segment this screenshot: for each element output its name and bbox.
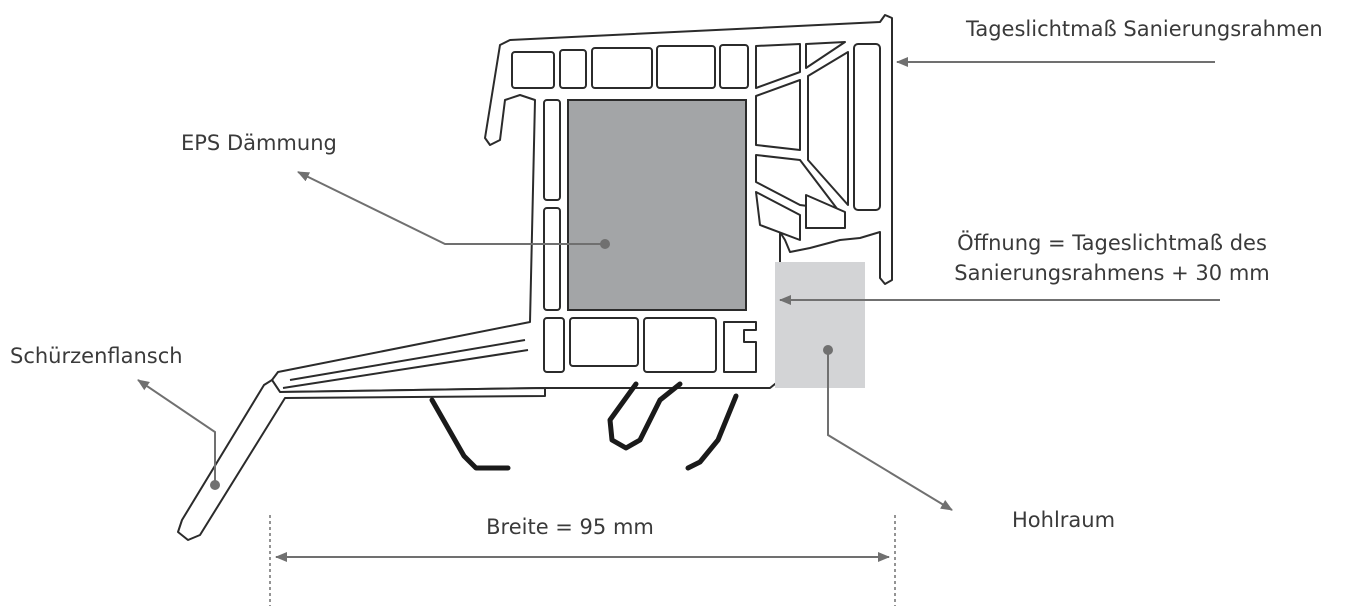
left-chambers	[543, 99, 561, 311]
seal-left	[429, 397, 511, 471]
chamber	[755, 79, 801, 151]
arrow-schuerzenflansch	[137, 379, 216, 485]
label-oeffnung: Öffnung = Tageslichtmaß des Sanierungsra…	[930, 228, 1294, 288]
arrow-hohlraum	[827, 350, 953, 511]
chamber	[591, 47, 653, 89]
label-eps: EPS Dämmung	[181, 131, 337, 155]
chamber	[807, 51, 849, 206]
apron-flange	[177, 379, 546, 541]
dot-hohlraum	[823, 345, 833, 355]
chamber	[755, 191, 801, 241]
chamber	[511, 51, 555, 89]
flange-inner-line-2	[282, 349, 529, 389]
top-chambers	[511, 41, 846, 89]
arrow-eps	[297, 171, 605, 245]
width-dimension	[269, 515, 896, 606]
label-schuerzenflansch: Schürzenflansch	[10, 344, 183, 368]
label-hohlraum: Hohlraum	[1012, 508, 1116, 532]
chamber	[719, 44, 749, 89]
label-oeffnung-line2: Sanierungsrahmens + 30 mm	[954, 261, 1270, 285]
chamber	[543, 207, 561, 311]
dot-schuerzenflansch	[210, 480, 220, 490]
chamber	[805, 41, 846, 69]
seal-middle-right	[685, 393, 739, 471]
seal-middle-left	[607, 381, 683, 451]
label-oeffnung-line1: Öffnung = Tageslichtmaß des	[957, 231, 1267, 255]
label-breite: Breite = 95 mm	[486, 515, 654, 539]
dot-eps	[600, 239, 610, 249]
chamber	[559, 49, 587, 89]
leader-lines	[137, 57, 1220, 511]
seals	[429, 381, 739, 471]
chamber	[569, 317, 639, 367]
drainage-hook	[723, 321, 757, 373]
cavity-hohlraum	[775, 262, 865, 388]
chamber	[853, 43, 881, 211]
flange-inner-line	[289, 339, 526, 381]
right-chambers	[755, 43, 881, 241]
chamber	[656, 45, 716, 89]
eps-insulation	[567, 99, 747, 311]
chamber	[543, 317, 565, 373]
chamber	[543, 99, 561, 201]
chamber	[643, 317, 717, 373]
label-sanierungsrahmen: Tageslichtmaß Sanierungsrahmen	[966, 17, 1323, 41]
bottom-chambers	[543, 317, 757, 373]
chamber	[805, 194, 846, 229]
chamber	[755, 43, 801, 89]
leader-dots	[210, 239, 833, 490]
